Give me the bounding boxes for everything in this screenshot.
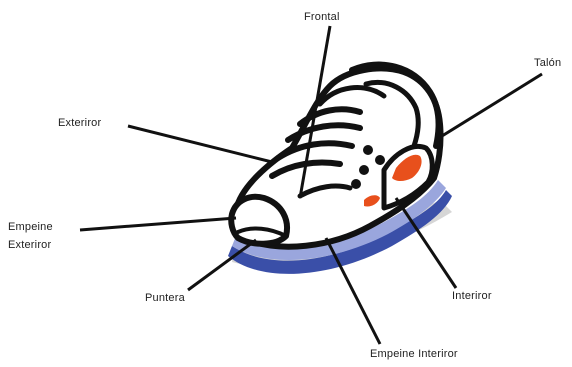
leader-empeine-exterior [80, 218, 236, 230]
leader-exterior [128, 126, 272, 162]
label-puntera: Puntera [145, 291, 185, 305]
label-empeine-exterior-line2: Exteriror [8, 238, 51, 252]
eyelet [351, 179, 361, 189]
label-talon: Talón [534, 56, 561, 70]
eyelet [363, 145, 373, 155]
toe-cap [231, 197, 287, 244]
eyelet [375, 155, 385, 165]
label-interior: Interiror [452, 289, 492, 303]
leader-talon [442, 74, 542, 136]
label-empeine-interior: Empeine Interiror [370, 347, 458, 361]
label-empeine-exterior-line1: Empeine [8, 220, 53, 234]
label-exterior: Exteriror [58, 116, 101, 130]
label-frontal: Frontal [304, 10, 340, 24]
eyelet [359, 165, 369, 175]
